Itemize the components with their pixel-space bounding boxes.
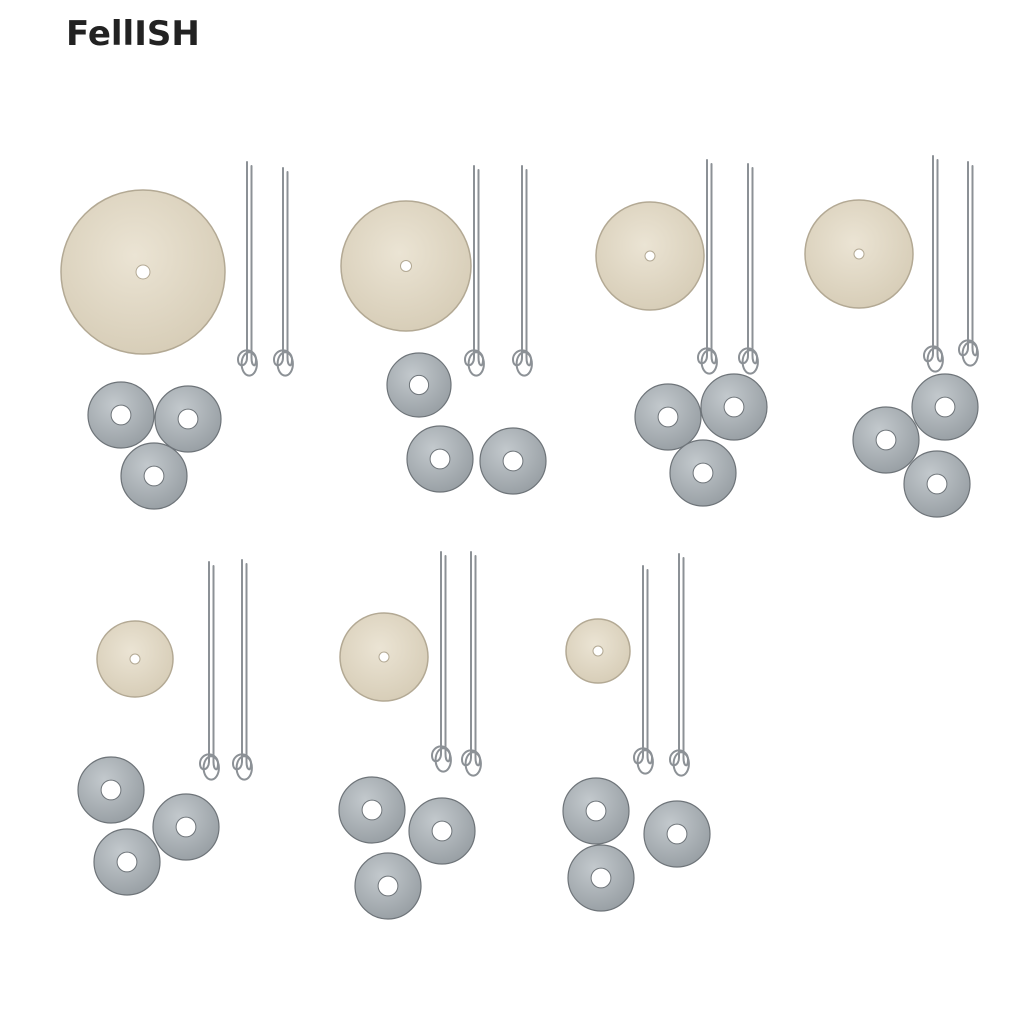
cotter-pin (923, 155, 944, 373)
cotter-pin (512, 165, 533, 377)
metal-washer (643, 800, 711, 868)
cotter-pin (461, 551, 482, 777)
cotter-pin (464, 165, 485, 377)
wood-disc (60, 189, 226, 355)
metal-washer (120, 442, 188, 510)
cotter-pin (273, 167, 294, 377)
cotter-pin (633, 565, 654, 775)
wood-disc (340, 200, 472, 332)
wood-disc (339, 612, 429, 702)
metal-washer (408, 797, 476, 865)
metal-washer (93, 828, 161, 896)
metal-washer (567, 844, 635, 912)
metal-washer (77, 756, 145, 824)
cotter-pin (232, 559, 253, 781)
cotter-pin (237, 161, 258, 377)
cotter-pin (669, 553, 690, 777)
cotter-pin (431, 551, 452, 773)
metal-washer (338, 776, 406, 844)
cotter-pin (958, 161, 979, 367)
metal-washer (406, 425, 474, 493)
metal-washer (911, 373, 979, 441)
metal-washer (154, 385, 222, 453)
wood-disc (595, 201, 705, 311)
metal-washer (562, 777, 630, 845)
metal-washer (386, 352, 452, 418)
metal-washer (152, 793, 220, 861)
metal-washer (479, 427, 547, 495)
cotter-pin (199, 561, 220, 781)
metal-washer (87, 381, 155, 449)
metal-washer (354, 852, 422, 920)
metal-washer (700, 373, 768, 441)
wood-disc (565, 618, 631, 684)
metal-washer (903, 450, 971, 518)
wood-disc (804, 199, 914, 309)
metal-washer (669, 439, 737, 507)
metal-washer (852, 406, 920, 474)
metal-washer (634, 383, 702, 451)
cotter-pin (738, 163, 759, 375)
cotter-pin (697, 159, 718, 375)
brand-logo: FellISH (66, 14, 200, 54)
wood-disc (96, 620, 174, 698)
